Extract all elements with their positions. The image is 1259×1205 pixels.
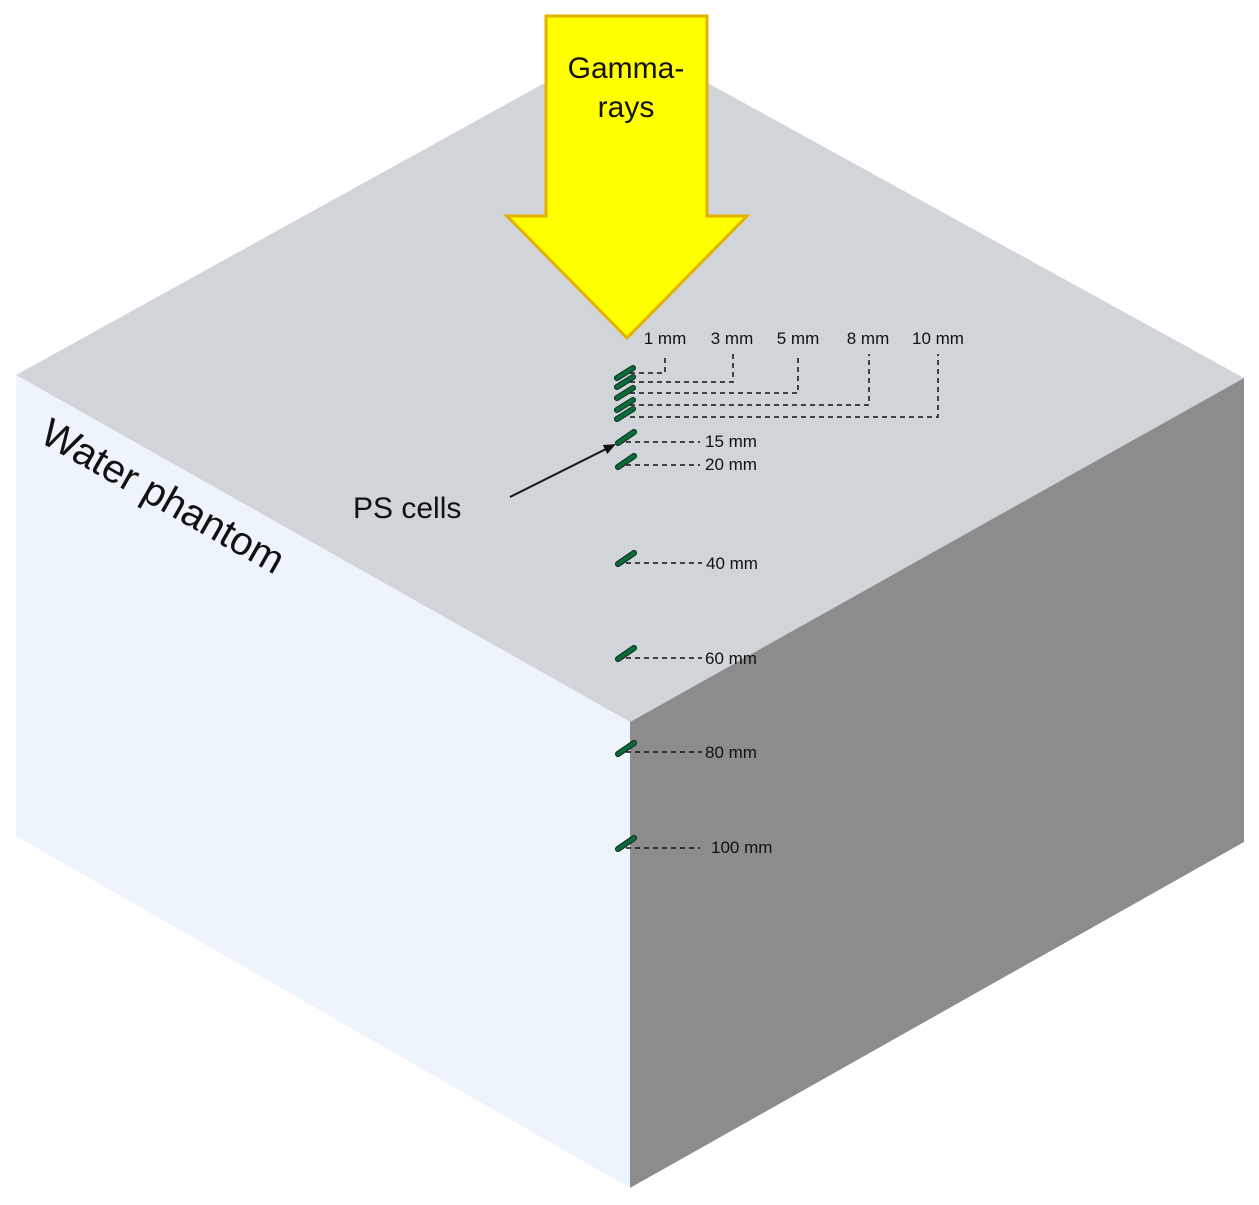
leader-8mm — [630, 354, 870, 406]
ps-cell-80mm — [616, 741, 636, 756]
ps-cell-8mm — [615, 398, 635, 412]
gamma-label-line1: Gamma- — [568, 52, 685, 85]
depth-label-100mm: 100 mm — [711, 838, 772, 857]
depth-label-80mm: 80 mm — [705, 743, 757, 762]
depth-label-1mm: 1 mm — [644, 329, 687, 348]
leader-10mm — [630, 354, 939, 418]
ps-cell-60mm-group: 60 mm — [615, 645, 757, 668]
leader-3mm — [630, 354, 734, 383]
ps-cell-cluster-shallow — [614, 365, 636, 422]
leader-5mm — [630, 354, 799, 394]
ps-cell-5mm — [615, 386, 635, 400]
ps-cell-100mm — [616, 836, 636, 851]
ps-cell-3mm — [615, 375, 635, 389]
ps-cell-10mm — [615, 407, 635, 421]
gamma-label-line2: rays — [598, 91, 655, 124]
depth-label-40mm: 40 mm — [706, 554, 758, 573]
ps-cell-40mm-group: 40 mm — [615, 550, 758, 573]
depth-label-8mm: 8 mm — [847, 329, 890, 348]
depth-label-20mm: 20 mm — [705, 455, 757, 474]
ps-cell-15mm-group: 15 mm — [615, 429, 757, 451]
depth-label-60mm: 60 mm — [705, 649, 757, 668]
ps-cell-80mm-group: 80 mm — [615, 740, 757, 762]
depth-label-10mm: 10 mm — [912, 329, 964, 348]
ps-cells-pointer-arrow — [509, 444, 616, 498]
depth-label-5mm: 5 mm — [777, 329, 820, 348]
phantom-right-face — [630, 378, 1244, 1188]
phantom-front-face — [16, 375, 630, 1188]
ps-cell-1mm — [615, 366, 635, 380]
ps-cells-label: PS cells — [353, 492, 461, 525]
leader-1mm — [630, 354, 666, 374]
ps-cell-100mm-group: 100 mm — [615, 835, 772, 857]
depth-label-3mm: 3 mm — [711, 329, 754, 348]
ps-cell-60mm — [616, 646, 636, 661]
gamma-ray-arrow — [503, 14, 751, 341]
ps-cell-20mm — [616, 454, 636, 469]
depth-label-15mm: 15 mm — [705, 432, 757, 451]
ps-cell-40mm — [616, 551, 636, 566]
ps-cell-20mm-group: 20 mm — [615, 453, 757, 474]
ps-cell-15mm — [616, 430, 636, 445]
